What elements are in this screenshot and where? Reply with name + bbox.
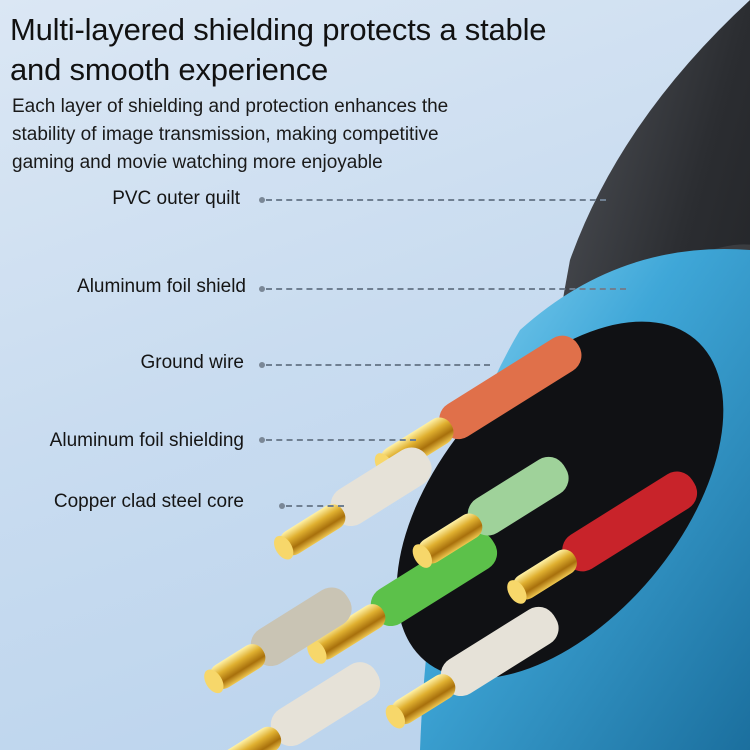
- description: Each layer of shielding and protection e…: [12, 93, 572, 177]
- callout-label-aluminum-foil-shield: Aluminum foil shield: [77, 276, 246, 297]
- headline-line-2: and smooth experience: [10, 52, 329, 87]
- headline: Multi-layered shielding protects a stabl…: [10, 10, 547, 90]
- callout-dot: [259, 437, 265, 443]
- headline-line-1: Multi-layered shielding protects a stabl…: [10, 12, 547, 47]
- callout-label-ground-wire: Ground wire: [140, 352, 245, 373]
- callout-leader-line: [266, 288, 626, 290]
- callout-dot: [259, 286, 265, 292]
- callout-dot: [279, 503, 285, 509]
- callout-dot: [259, 197, 265, 203]
- wire-bundle: [204, 335, 698, 750]
- callout-label-aluminum-foil-shielding: Aluminum foil shielding: [49, 430, 244, 451]
- callout-leader-line: [286, 505, 344, 507]
- description-line-3: gaming and movie watching more enjoyable: [12, 152, 383, 173]
- description-line-2: stability of image transmission, making …: [12, 124, 439, 145]
- description-line-1: Each layer of shielding and protection e…: [12, 96, 449, 117]
- callout-leader-line: [266, 199, 606, 201]
- callout-label-pvc-outer-quilt: PVC outer quilt: [112, 188, 240, 209]
- callout-leader-line: [266, 364, 490, 366]
- callout-dot: [259, 362, 265, 368]
- callout-leader-line: [266, 439, 416, 441]
- callout-label-copper-clad-steel-core: Copper clad steel core: [53, 491, 244, 512]
